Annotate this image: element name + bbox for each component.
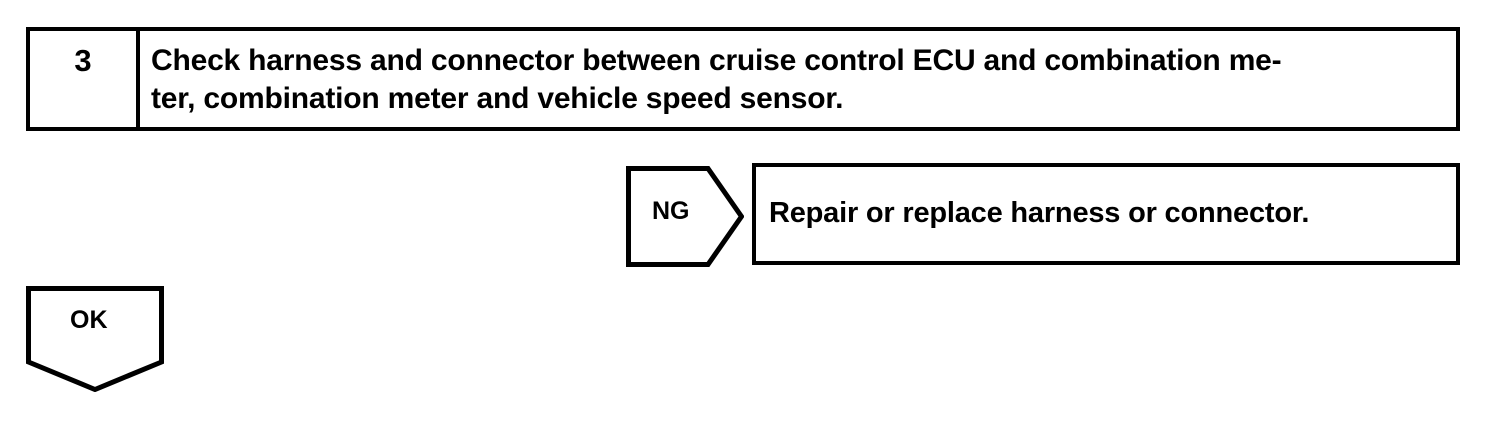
step-instruction-line-1: Check harness and connector between crui… — [151, 44, 1282, 77]
step-instruction-line-2: ter, combination meter and vehicle speed… — [151, 82, 844, 115]
repair-action-box: Repair or replace harness or connector. — [752, 163, 1460, 265]
step-number: 3 — [74, 43, 92, 78]
repair-action-text: Repair or replace harness or connector. — [769, 197, 1310, 229]
ng-branch-label: NG — [652, 197, 690, 225]
step-number-cell: 3 — [30, 31, 140, 127]
step-3-box: 3 Check harness and connector between cr… — [26, 27, 1460, 131]
ng-arrow-shape — [626, 166, 744, 267]
ok-branch-label: OK — [70, 306, 108, 334]
ok-arrow-shape — [26, 286, 164, 392]
step-instruction-cell: Check harness and connector between crui… — [140, 31, 1456, 127]
